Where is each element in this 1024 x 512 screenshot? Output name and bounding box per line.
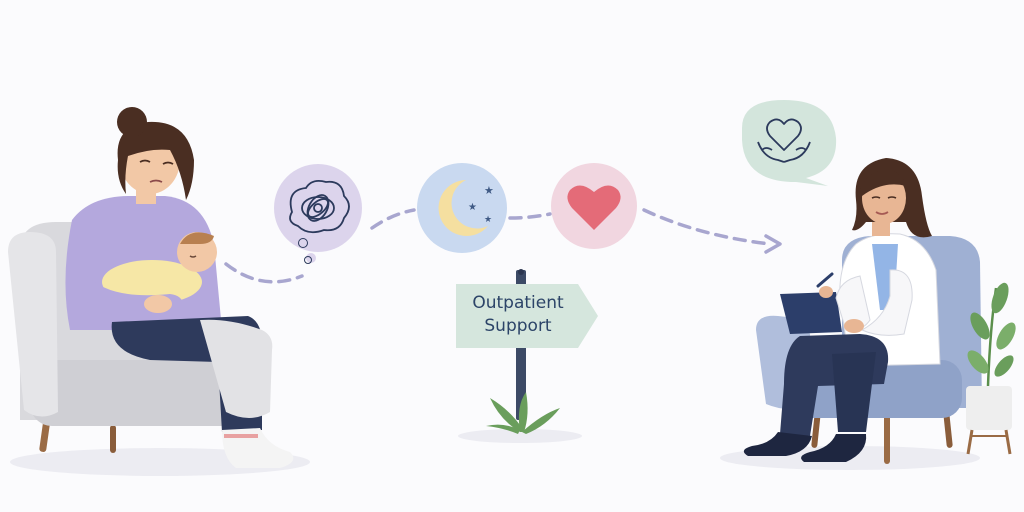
caring-hands-heart-icon <box>757 118 811 163</box>
path-arrowhead <box>764 234 782 254</box>
journey-dashed-path <box>224 208 772 284</box>
potted-plant <box>966 282 1016 455</box>
clinician-in-armchair <box>743 158 982 464</box>
mother-in-armchair <box>8 107 294 468</box>
moon-stars-icon: ★ ★ ★ <box>438 180 494 236</box>
signpost-label-line2: Support <box>484 316 552 336</box>
svg-text:★: ★ <box>484 184 494 197</box>
outpatient-support-signpost <box>456 269 598 434</box>
speech-bubble <box>742 100 837 186</box>
moon-stars-bubble: ★ ★ ★ <box>417 163 507 253</box>
svg-text:★: ★ <box>468 202 477 213</box>
tangled-thoughts-bubble <box>274 164 362 264</box>
tangled-thoughts-icon <box>289 179 350 234</box>
svg-text:★: ★ <box>484 215 492 225</box>
signpost-label-line1: Outpatient <box>472 293 564 313</box>
heart-icon <box>567 185 621 230</box>
signpost-label: Outpatient Support <box>462 292 574 338</box>
signpost-board <box>456 284 598 348</box>
sign-ground-shadow <box>458 429 582 443</box>
grass-tuft <box>486 392 560 434</box>
heart-bubble <box>551 163 637 249</box>
